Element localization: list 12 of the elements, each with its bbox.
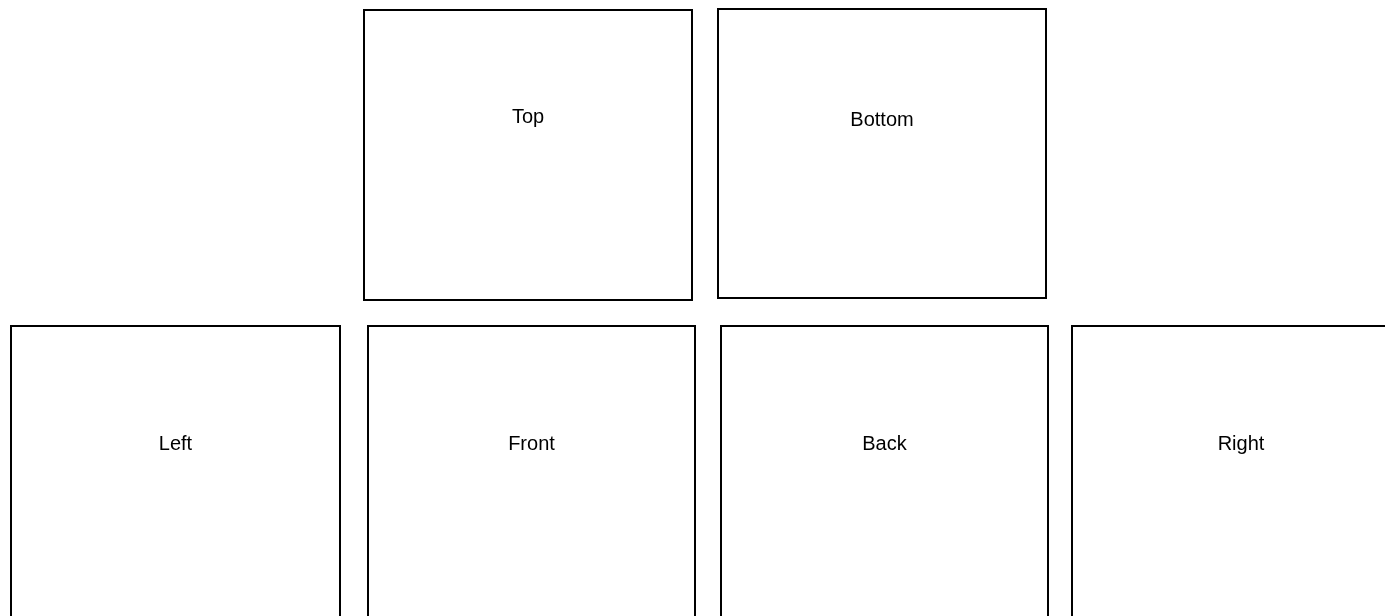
- face-box: [717, 8, 1047, 299]
- face-label: Back: [861, 432, 908, 455]
- face-box: [363, 9, 693, 301]
- face-label: Bottom: [849, 108, 915, 131]
- face-box: [10, 325, 341, 616]
- face-box: [1071, 325, 1385, 616]
- face-label: Left: [157, 432, 194, 455]
- face-box: [720, 325, 1049, 616]
- face-label: Front: [507, 432, 556, 455]
- face-label: Right: [1216, 432, 1266, 455]
- face-box: [367, 325, 696, 616]
- face-label: Top: [510, 105, 546, 128]
